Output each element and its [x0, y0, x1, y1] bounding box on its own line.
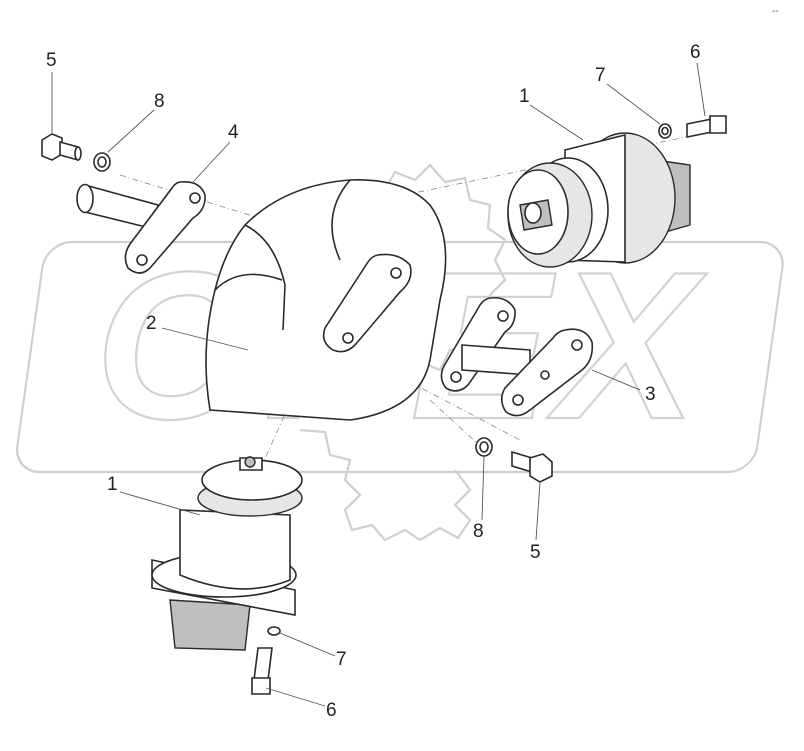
bolt-part-6-top	[686, 115, 727, 138]
washer-part-8-bottom	[475, 437, 493, 457]
washer-part-7-top	[658, 123, 672, 139]
callout-5-bottom: 5	[530, 542, 541, 563]
bolt-part-5-bottom	[511, 450, 553, 483]
gear-unit-part-1-top	[507, 132, 691, 268]
callout-8-top: 8	[154, 91, 165, 112]
gear-unit-part-1-bottom	[151, 456, 303, 651]
callout-1-top: 1	[519, 86, 530, 107]
callout-labels: 5 8 4 1 7 6 2 3 1 8 5 7 6	[46, 42, 701, 721]
washer-part-8-top	[93, 152, 111, 172]
callout-5-top: 5	[46, 50, 57, 71]
callout-8-bottom: 8	[473, 521, 484, 542]
housing-part-2	[205, 179, 447, 421]
bracket-part-3	[440, 296, 594, 417]
callout-1-bottom: 1	[107, 474, 118, 495]
corner-mark: ‑‑	[772, 6, 779, 17]
callout-6-top: 6	[690, 42, 701, 63]
callout-2: 2	[146, 313, 157, 334]
callout-3: 3	[645, 384, 656, 405]
watermark-gear-lower	[299, 428, 472, 542]
bolt-part-6-bottom	[251, 647, 273, 695]
callout-4: 4	[228, 122, 239, 143]
callout-7-top: 7	[595, 65, 606, 86]
leader-lines	[51, 62, 706, 707]
bolt-part-5-top	[41, 133, 82, 162]
shaft-bracket-part-4	[76, 180, 206, 274]
callout-7-bottom: 7	[336, 649, 347, 670]
callout-6-bottom: 6	[326, 700, 337, 721]
washer-part-7-bottom	[267, 626, 281, 636]
